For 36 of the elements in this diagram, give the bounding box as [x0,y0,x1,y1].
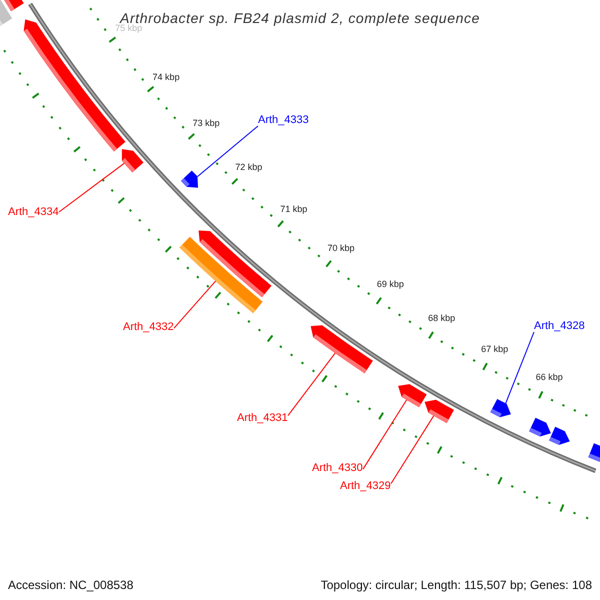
gene-segment [588,443,600,462]
gene-segment [424,400,454,424]
scale-label: 70 kbp [327,242,355,253]
accession-text: Accession: NC_008538 [8,578,134,592]
scale-label: 72 kbp [235,162,262,172]
gene-segment [529,418,551,437]
gene-segment [198,230,272,298]
gene-label: Arth_4333 [258,114,309,126]
summary-text: Topology: circular; Length: 115,507 bp; Genes: 108 [320,578,592,592]
gene-segment [549,426,570,445]
gene-segment [490,399,511,418]
gene-label: Arth_4328 [534,320,585,332]
leader-line [505,332,534,404]
scale-label: 71 kbp [280,204,308,214]
gene-label: Arth_4331 [237,412,288,424]
scale-label: 67 kbp [481,344,508,354]
scale-label: 68 kbp [428,313,456,324]
leader-line [288,352,336,416]
scale-label: 66 kbp [536,372,563,382]
gene-label: Arth_4332 [123,321,174,333]
gene-segment [180,170,198,188]
gene-label: Arth_4330 [312,462,363,474]
gene-block [0,0,12,26]
scale-label: 69 kbp [376,279,404,290]
gene-segment [398,384,427,408]
gene-label: Arth_4329 [340,480,391,492]
gene-segment [310,325,373,374]
scale-label: 73 kbp [192,118,220,128]
gene-label: Arth_4334 [8,206,59,218]
scale-label: 74 kbp [152,72,180,82]
leader-line [362,399,408,470]
leader-line [390,415,434,484]
leader-line [197,126,258,177]
gene-segment [122,149,144,172]
leader-line [58,162,125,212]
leader-line [174,280,216,329]
